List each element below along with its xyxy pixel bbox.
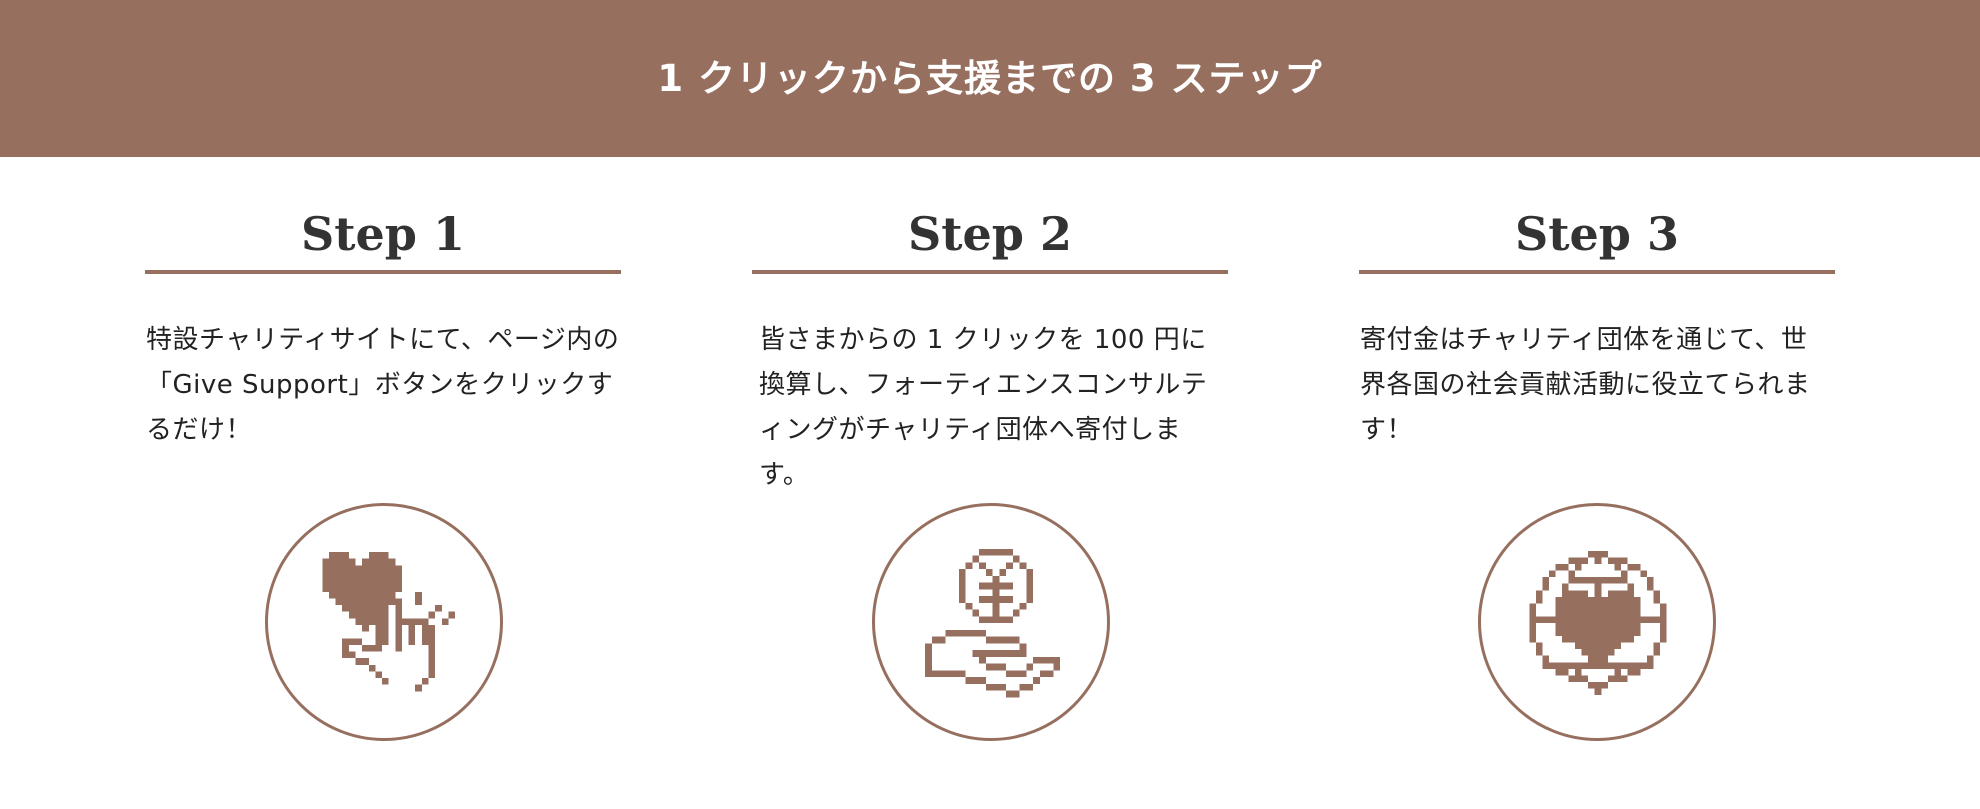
step-3-icon-circle <box>1478 503 1716 741</box>
step-1-icon-circle <box>265 503 503 741</box>
globe-heart-icon <box>1529 551 1667 695</box>
header-banner: 1 クリックから支援までの 3 ステップ <box>0 0 1980 157</box>
step-2: Step 2 皆さまからの 1 クリックを 100 円に換算し、フォーティエンス… <box>752 200 1228 490</box>
heart-click-hand-icon <box>322 552 456 692</box>
yen-coin-hand-icon <box>925 548 1060 698</box>
step-description: 特設チャリティサイトにて、ページ内の「Give Support」ボタンをクリック… <box>146 325 620 445</box>
step-title: Step 1 <box>301 207 465 261</box>
step-divider <box>145 270 621 274</box>
step-description: 皆さまからの 1 クリックを 100 円に換算し、フォーティエンスコンサルティン… <box>759 325 1208 490</box>
step-description: 寄付金はチャリティ団体を通じて、世界各国の社会貢献活動に役立てられます！ <box>1360 325 1811 445</box>
step-title: Step 2 <box>908 207 1072 261</box>
step-title: Step 3 <box>1515 207 1679 261</box>
step-divider <box>752 270 1228 274</box>
step-3: Step 3 寄付金はチャリティ団体を通じて、世界各国の社会貢献活動に役立てられ… <box>1359 200 1835 445</box>
step-2-icon-circle <box>872 503 1110 741</box>
step-1: Step 1 特設チャリティサイトにて、ページ内の「Give Support」ボ… <box>145 200 621 445</box>
page-title: 1 クリックから支援までの 3 ステップ <box>657 57 1323 100</box>
step-divider <box>1359 270 1835 274</box>
